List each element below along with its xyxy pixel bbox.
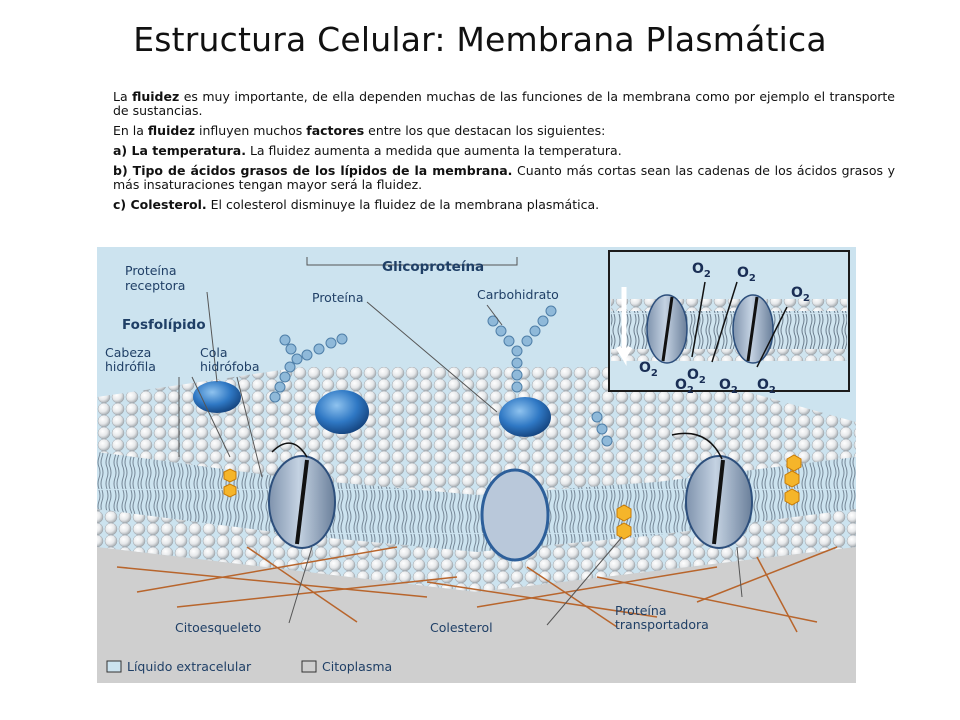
o2-label: O2	[692, 261, 711, 280]
glycoprotein-protein	[499, 397, 551, 437]
bold-heading: b) Tipo de ácidos grasos de los lípidos …	[113, 163, 513, 178]
transport-protein-right	[671, 432, 753, 549]
text: En la	[113, 123, 148, 138]
o2-label: O2	[791, 285, 810, 304]
legend-citoplasma: Citoplasma	[322, 659, 392, 674]
bold-term: fluidez	[132, 89, 180, 104]
paragraph-2: En la fluidez influyen muchos factores e…	[113, 124, 895, 138]
page-title: Estructura Celular: Membrana Plasmática	[133, 20, 827, 59]
cytoplasm-region	[97, 547, 856, 649]
body-text: La fluidez es muy importante, de ella de…	[113, 90, 895, 218]
bold-term: factores	[306, 123, 365, 138]
label-proteina-transportadora: transportadora	[615, 617, 709, 632]
carbohydrate-chains	[269, 305, 613, 447]
paragraph-4: b) Tipo de ácidos grasos de los lípidos …	[113, 164, 895, 192]
text: La	[113, 89, 133, 104]
integral-protein	[480, 468, 550, 562]
label-cabeza-hidrofila: Cabeza	[105, 345, 151, 360]
membrane-diagram: O2 O2 O2 O2 O2 O2 O2 O2 Proteína recepto…	[97, 247, 856, 683]
text: entre los que destacan los siguientes:	[364, 123, 606, 138]
text: influyen muchos	[195, 123, 307, 138]
label-carbohidrato: Carbohidrato	[477, 287, 559, 302]
receptor-protein	[315, 390, 369, 434]
o2-label: O2	[687, 367, 706, 386]
text: La fluidez aumenta a medida que aumenta …	[245, 143, 622, 158]
label-citoesqueleto: Citoesqueleto	[175, 620, 261, 635]
legend-swatch-citoplasma	[301, 660, 317, 673]
text: Cuanto más cortas sean las cadenas de lo…	[113, 163, 896, 192]
label-cabeza-hidrofila: hidrófila	[105, 359, 156, 374]
label-proteina: Proteína	[312, 290, 363, 305]
label-cola-hidrofoba: Cola	[200, 345, 228, 360]
label-proteina-transportadora: Proteína	[615, 603, 666, 618]
receptor-protein	[193, 381, 241, 413]
label-cola-hidrofoba: hidrófoba	[200, 359, 260, 374]
label-colesterol: Colesterol	[430, 620, 493, 635]
oxygen-inset: O2 O2 O2 O2 O2 O2 O2 O2	[608, 250, 850, 396]
paragraph-1: La fluidez es muy importante, de ella de…	[113, 90, 895, 118]
o2-label: O2	[675, 377, 694, 396]
label-proteina-receptora: Proteína	[125, 263, 176, 278]
legend-bar	[97, 649, 856, 683]
paragraph-5: c) Colesterol. El colesterol disminuye l…	[113, 198, 895, 212]
o2-label: O2	[719, 377, 738, 396]
paragraph-3: a) La temperatura. La fluidez aumenta a …	[113, 144, 895, 158]
label-glicoproteina: Glicoproteína	[382, 259, 484, 275]
legend-extracelular: Líquido extracelular	[127, 659, 252, 674]
bold-heading: a) La temperatura.	[113, 143, 246, 158]
cholesterol-molecules	[223, 454, 802, 540]
text: es muy importante, de ella dependen much…	[113, 89, 895, 118]
leader-lines	[178, 257, 743, 626]
bold-term: fluidez	[147, 123, 196, 138]
cytoskeleton-fibers	[116, 546, 838, 633]
transport-protein-left	[268, 442, 336, 549]
bold-heading: c) Colesterol.	[113, 197, 207, 212]
label-fosfolipido: Fosfolípido	[122, 317, 206, 333]
bottom-head-layer	[97, 509, 856, 592]
membrane-diagram-svg: O2 O2 O2 O2 O2 O2 O2 O2 Proteína recepto…	[97, 247, 856, 683]
o2-label: O2	[737, 265, 756, 284]
label-proteina-receptora: receptora	[125, 278, 185, 293]
o2-label: O2	[639, 360, 658, 379]
text: El colesterol disminuye la fluidez de la…	[206, 197, 600, 212]
o2-label: O2	[757, 377, 776, 396]
legend-swatch-extracelular	[106, 660, 122, 673]
